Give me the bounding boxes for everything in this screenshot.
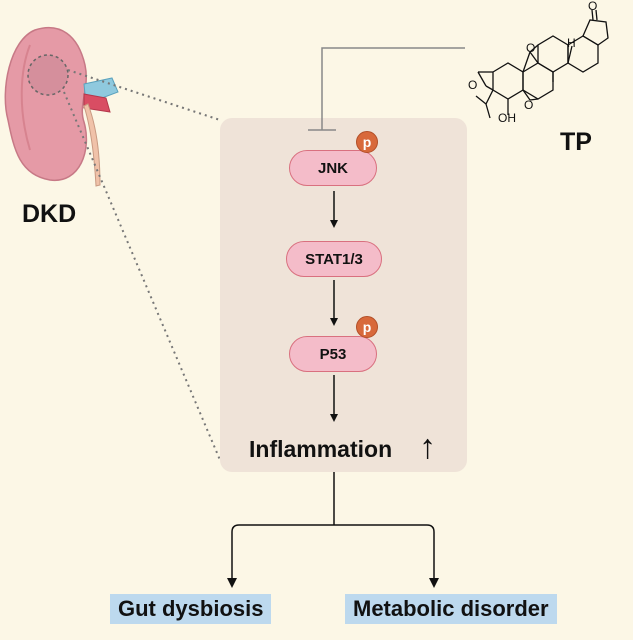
zoom-line-top [67,69,221,121]
tp-label: TP [560,128,592,156]
zoom-line-bottom [63,91,221,461]
tp-atom-label: O [524,98,534,112]
p53-label: P53 [319,345,347,363]
p53-phospho-label: p [362,319,372,335]
dkd-label: DKD [22,200,77,228]
jnk-phospho-badge: p [356,131,378,153]
tp-atom-label: O [526,41,536,55]
tp-atom-label: O [468,78,478,92]
stat13-label: STAT1/3 [305,250,363,268]
increase-arrow-icon: ↑ [419,428,436,466]
outcome-metabolic-disorder: Metabolic disorder [345,594,557,624]
jnk-phospho-label: p [362,134,372,150]
outcome-branch [227,472,439,588]
outcome-gut-dysbiosis: Gut dysbiosis [110,594,272,624]
outcome-label: Gut dysbiosis [118,596,264,621]
p53-phospho-badge: p [356,316,378,338]
tp-atom-label: O [588,0,598,13]
jnk-label: JNK [317,159,348,177]
tp-atom-label: H [567,36,576,50]
stat13-node: STAT1/3 [286,241,382,277]
p53-node: P53 [289,336,377,372]
inhibition-line [321,47,465,130]
kidney-illustration [4,26,119,187]
tp-molecule-structure [475,9,609,119]
inflammation-label: Inflammation [249,436,393,462]
tp-atom-label: OH [498,111,516,125]
pathway-panel [220,118,467,472]
outcome-label: Metabolic disorder [353,596,549,621]
jnk-node: JNK [289,150,377,186]
